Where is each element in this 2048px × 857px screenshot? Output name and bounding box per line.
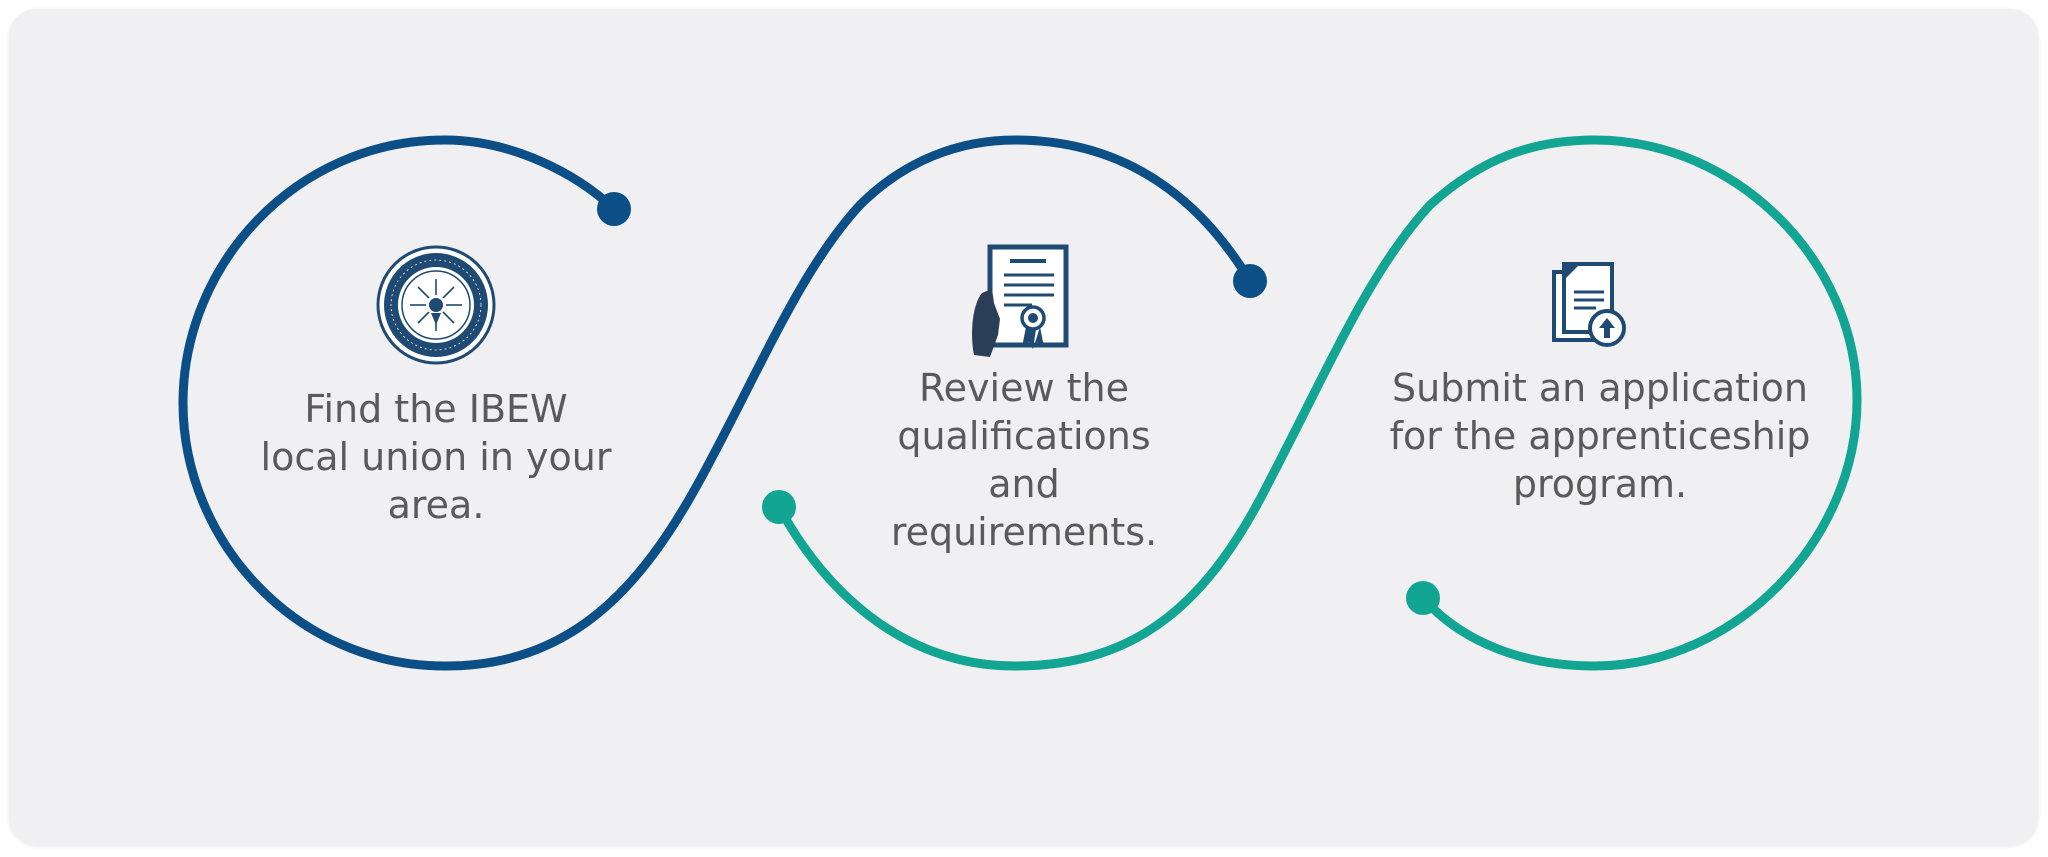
- step-3-text: Submit an application for the apprentice…: [1389, 366, 1811, 506]
- document-upload-icon: [1552, 262, 1626, 347]
- teal-connector-line: [774, 135, 1862, 671]
- step-1-text: Find the IBEW local union in your area.: [260, 387, 612, 527]
- navy-endpoint-dot-1: [597, 192, 631, 226]
- teal-endpoint-dot-2: [1406, 581, 1440, 615]
- teal-endpoint-dot-1: [762, 490, 796, 524]
- ibew-seal-icon: [376, 245, 496, 365]
- diagram-card: [9, 9, 2038, 845]
- navy-connector-line: [178, 135, 1255, 671]
- certificate-in-hand-icon: [972, 244, 1069, 357]
- navy-endpoint-dot-2: [1233, 264, 1267, 298]
- step-2-text: Review the qualifications and requiremen…: [890, 366, 1158, 554]
